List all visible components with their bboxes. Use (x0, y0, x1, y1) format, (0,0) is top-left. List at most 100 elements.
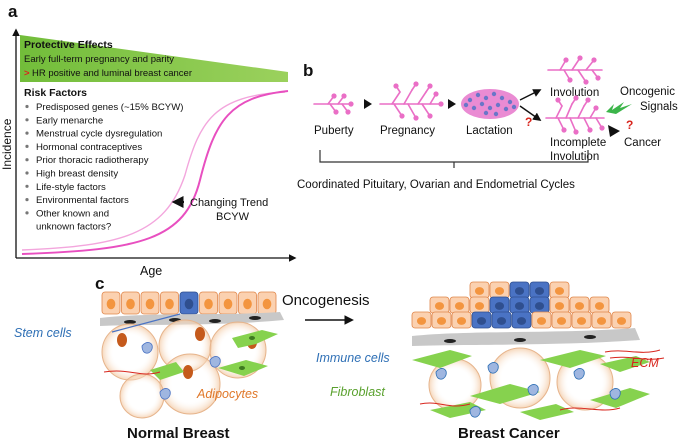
cancer-stem-cell-nucleus (514, 287, 525, 295)
cancer-epithelial-cell-nucleus (536, 317, 547, 325)
ecm-label: ECM (631, 356, 659, 370)
protective-title: Protective Effects (24, 39, 113, 51)
risk-factor-item: unknown factors? (36, 222, 111, 233)
normal-breast-title: Normal Breast (127, 425, 230, 442)
risk-bullet (25, 158, 29, 162)
cycles-caption: Coordinated Pituitary, Ovarian and Endom… (297, 179, 575, 191)
normal-ecm-fibers (103, 370, 161, 375)
risk-factor-item: Other known and (36, 208, 109, 219)
cancer-label: Cancer (624, 137, 661, 149)
cancer-epithelial-cell-nucleus (594, 302, 605, 310)
breast-cancer-title: Breast Cancer (458, 425, 560, 442)
risk-factors-title: Risk Factors (24, 87, 87, 99)
incomplete-involution-gland-icon (545, 95, 605, 135)
incidence-curve-trend (21, 90, 289, 255)
epithelial-cell-nucleus (145, 298, 155, 310)
epithelial-cell-nucleus (204, 298, 213, 310)
cancer-stem-cell-nucleus (494, 302, 505, 310)
bcyw-label: BCYW (216, 211, 250, 223)
cancer-epithelial-cell-nucleus (554, 287, 565, 295)
risk-factors-list: Predisposed genes (~15% BCYW) Early menar… (25, 102, 183, 233)
cancer-stem-cell-nucleus (514, 302, 525, 310)
panel-b: b (297, 55, 678, 191)
cancer-immune-cells (435, 362, 621, 418)
fibroblast-label: Fibroblast (330, 385, 385, 399)
incidence-curve-current (21, 91, 286, 251)
cancer-epithelial-cell-nucleus (434, 302, 445, 310)
risk-factor-item: Prior thoracic radiotherapy (36, 155, 149, 166)
arrow-to-incomplete (519, 105, 542, 121)
immune-cells-label: Immune cells (316, 351, 390, 365)
stem-cells-pointer (111, 313, 181, 333)
risk-factor-item: Menstrual cycle dysregulation (36, 129, 162, 140)
normal-breast-tissue (100, 291, 284, 419)
x-axis-label: Age (140, 264, 162, 278)
cancer-epithelial-cell-nucleus (456, 317, 467, 325)
cancer-stem-cell-nucleus (516, 317, 527, 325)
puberty-gland-icon (313, 93, 354, 115)
cancer-epithelial-cell-nucleus (554, 302, 565, 310)
cancer-epithelial-cell-nucleus (616, 317, 627, 325)
risk-factor-item: Hormonal contraceptives (36, 142, 142, 153)
protective-arrow-glyph: > (24, 68, 30, 79)
changing-trend-label: Changing Trend (190, 197, 268, 209)
lactation-lobule-icon (461, 89, 519, 119)
risk-bullet (25, 184, 29, 188)
risk-bullet (25, 198, 29, 202)
cancer-epithelial-cell-nucleus (416, 317, 427, 325)
y-axis-label: Incidence (0, 118, 14, 170)
pregnancy-gland-icon (379, 81, 444, 121)
normal-immune-cells (141, 342, 221, 400)
cancer-basement-membrane (412, 328, 640, 346)
epithelial-cell-nucleus (126, 298, 135, 310)
stage-label-lactation: Lactation (466, 125, 513, 137)
cancer-epithelial-cell-nucleus (436, 317, 447, 325)
protective-line-1: Early full-term pregnancy and parity (24, 54, 174, 65)
risk-factor-item: Life-style factors (36, 182, 106, 193)
cancer-epithelial-cell-nucleus (574, 302, 585, 310)
stage-label-pregnancy: Pregnancy (380, 125, 435, 137)
oncogenic-label-2: Signals (640, 101, 678, 113)
panel-a-letter: a (8, 2, 18, 21)
cancer-arrow (608, 125, 620, 137)
lightning-bolt-icon (606, 102, 632, 114)
cancer-epithelial-cell-nucleus (556, 317, 567, 325)
protective-line-2: HR positive and luminal breast cancer (32, 68, 192, 79)
cancer-stem-cell-nucleus (476, 317, 487, 325)
cancer-epithelial-cell-nucleus (576, 317, 587, 325)
normal-epithelial-layer (101, 291, 277, 315)
risk-factor-item: Predisposed genes (~15% BCYW) (36, 102, 183, 113)
risk-factor-item: Early menarche (36, 115, 103, 126)
protective-wedge (20, 35, 288, 82)
stem-cells-label: Stem cells (14, 326, 72, 340)
risk-bullet (25, 118, 29, 122)
epithelial-cell-nucleus (262, 298, 272, 310)
risk-bullet (25, 131, 29, 135)
cancer-stem-cell-nucleus (534, 287, 545, 295)
risk-bullet (25, 171, 29, 175)
adipocytes-label: Adipocytes (196, 387, 258, 401)
epithelial-cell-nucleus (243, 298, 252, 310)
stem-cell-nucleus (184, 298, 194, 310)
incomplete-label-1: Incomplete (550, 137, 606, 149)
involution-gland-icon (547, 55, 603, 85)
stage-arrow-2 (448, 99, 456, 109)
cycles-bracket (319, 150, 589, 163)
cancer-epithelial-cell-nucleus (474, 302, 485, 310)
cancer-epithelial-cell-nucleus (494, 287, 505, 295)
normal-fibroblasts (150, 330, 278, 380)
cancer-epithelial-cell-nucleus (596, 317, 607, 325)
risk-bullet (25, 104, 29, 109)
involution-label: Involution (550, 87, 599, 99)
epithelial-cell-nucleus (165, 298, 174, 310)
oncogenic-label-1: Oncogenic (620, 86, 675, 98)
cancer-epithelial-cell-nucleus (454, 302, 465, 310)
question-mark-2: ? (626, 118, 633, 132)
cancer-stem-cell-nucleus (534, 302, 545, 310)
cancer-stem-cell-nucleus (496, 317, 507, 325)
panel-b-letter: b (303, 61, 313, 80)
panel-c-letter: c (95, 274, 104, 293)
cancer-epithelial-mass (411, 281, 632, 329)
incomplete-label-2: Involution (550, 151, 599, 163)
